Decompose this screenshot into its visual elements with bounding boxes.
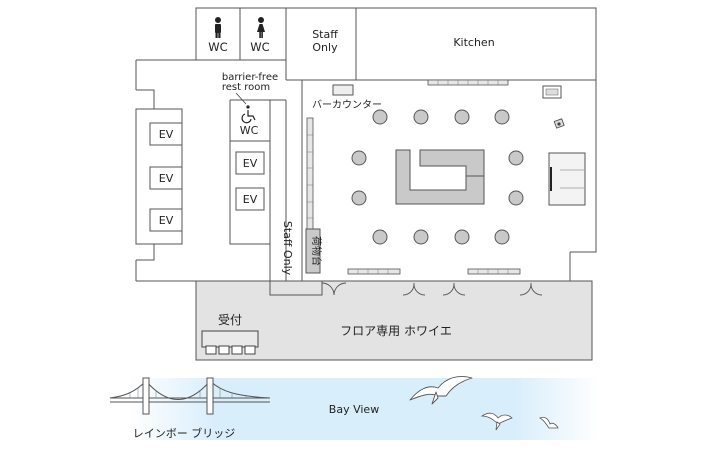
wc-women-label: WC bbox=[250, 40, 269, 54]
staff-only-top-label-2: Only bbox=[312, 41, 338, 54]
round-table bbox=[494, 229, 510, 245]
building-walls bbox=[135, 7, 597, 361]
bridge-icon bbox=[109, 377, 271, 415]
round-table bbox=[508, 190, 524, 206]
round-table bbox=[413, 229, 429, 245]
ev-center-label: EV bbox=[243, 193, 258, 206]
round-table bbox=[413, 109, 429, 125]
elevator-block-left bbox=[135, 108, 183, 245]
bar-counter bbox=[332, 84, 354, 96]
bar-counter-label: バーカウンター bbox=[312, 99, 382, 111]
wc-men-label: WC bbox=[208, 40, 227, 54]
round-table bbox=[494, 109, 510, 125]
projector-icon bbox=[553, 118, 565, 129]
round-table bbox=[372, 229, 388, 245]
seagull-icon bbox=[539, 416, 559, 429]
wheelchair-icon bbox=[241, 105, 256, 124]
round-tables bbox=[351, 109, 524, 245]
reception-label: 受付 bbox=[218, 313, 242, 327]
rainbow-bridge-label: レインボー ブリッジ bbox=[133, 426, 236, 440]
round-table bbox=[454, 109, 470, 125]
seagull-icon bbox=[480, 412, 513, 431]
reception-counter bbox=[201, 330, 259, 355]
round-table bbox=[351, 190, 367, 206]
rest-room-label: rest room bbox=[222, 82, 270, 93]
bay-view-label: Bay View bbox=[329, 403, 379, 416]
kitchen-label: Kitchen bbox=[453, 36, 494, 49]
round-table bbox=[372, 109, 388, 125]
ev-left-label: EV bbox=[159, 214, 174, 227]
female-toilet-icon bbox=[257, 17, 265, 38]
ev-left-label: EV bbox=[159, 172, 174, 185]
luggage-table bbox=[305, 228, 321, 274]
elevator-block-center bbox=[235, 151, 265, 211]
doors bbox=[321, 280, 543, 296]
staff-only-vertical-label: Staff Only bbox=[281, 221, 294, 276]
wc-accessible-label: WC bbox=[240, 124, 259, 137]
luggage-table-label: 荷物台 bbox=[310, 236, 323, 266]
male-toilet-icon bbox=[215, 17, 221, 38]
round-table bbox=[508, 150, 524, 166]
foyer-label: フロア専用 ホワイエ bbox=[340, 324, 452, 338]
banquet-table bbox=[395, 149, 485, 205]
stage-area bbox=[548, 152, 586, 206]
seagull-icon bbox=[409, 376, 473, 405]
foyer-area bbox=[195, 280, 593, 361]
barrier-free-label: barrier-free bbox=[222, 72, 278, 83]
round-table bbox=[351, 150, 367, 166]
round-table bbox=[454, 229, 470, 245]
ev-center-label: EV bbox=[243, 157, 258, 170]
staff-only-top-label: Staff bbox=[312, 28, 338, 41]
ev-left-label: EV bbox=[159, 128, 174, 141]
